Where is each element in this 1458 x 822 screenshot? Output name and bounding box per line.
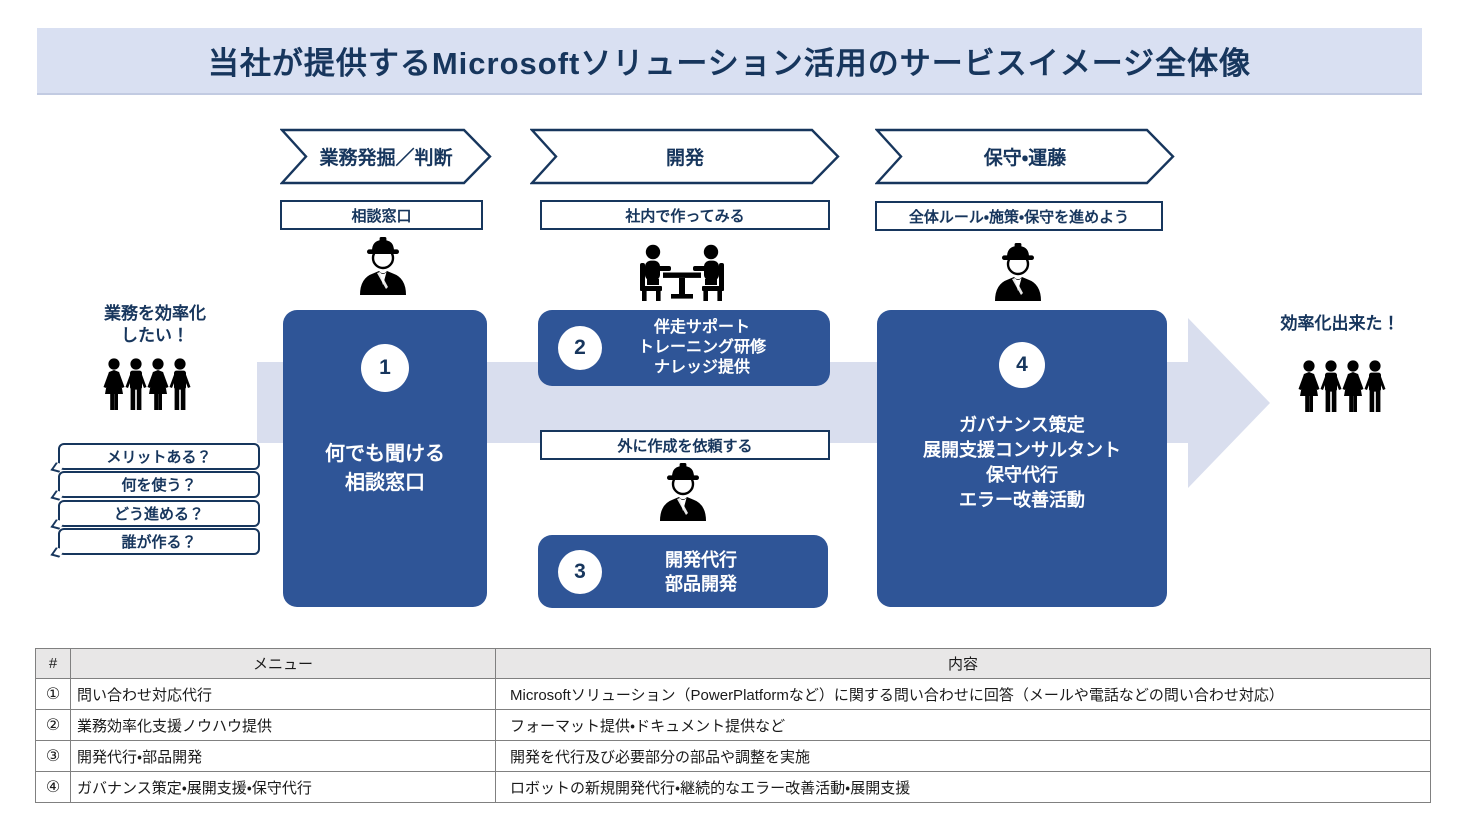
cell-number: ① <box>35 678 71 710</box>
table-header-row: # メニュー 内容 <box>35 648 1431 679</box>
cell-menu: 問い合わせ対応代行 <box>70 678 496 710</box>
bubble-label: 何を使う？ <box>121 477 197 495</box>
cell-content: フォーマット提供・ドキュメント提供など <box>495 709 1431 741</box>
question-bubble: どう進める？ <box>50 499 260 530</box>
meeting-icon <box>640 244 724 301</box>
page-title: 当社が提供するMicrosoftソリューション活用のサービスイメージ全体像 <box>207 46 1252 81</box>
question-bubble: 何を使う？ <box>50 471 260 501</box>
bubble-tail <box>50 547 65 558</box>
question-bubble: メリットある？ <box>50 443 260 473</box>
service-box-text: 開発代行部品開発 <box>665 550 737 594</box>
service-number-badge: 1 <box>361 344 409 392</box>
phase-label: 業務発掘／判断 <box>319 148 453 169</box>
bubble-label: どう進める？ <box>113 505 204 523</box>
service-box-2: 2 伴走サポートトレーニング研修ナレッジ提供 <box>538 310 830 386</box>
cell-content: ロボットの新規開発代行・継続的なエラー改善活動・展開支援 <box>495 771 1431 803</box>
service-number-badge: 4 <box>999 342 1045 388</box>
cell-content: 開発を代行及び必要部分の部品や調整を実施 <box>495 740 1431 772</box>
cell-menu: ガバナンス策定・展開支援・保守代行 <box>70 771 496 803</box>
service-number-badge: 2 <box>558 326 602 370</box>
service-box-text: 伴走サポートトレーニング研修ナレッジ提供 <box>637 319 766 376</box>
header-number: # <box>35 648 71 679</box>
cell-number: ④ <box>35 771 71 803</box>
sublabel-build-inhouse: 社内で作ってみる <box>540 200 830 230</box>
people-group-icon <box>103 358 191 410</box>
header-content: 内容 <box>495 648 1431 679</box>
worker-icon <box>658 463 708 521</box>
sublabel-consultation: 相談窓口 <box>280 200 483 230</box>
service-box-4: 4 ガバナンス策定展開支援コンサルタント保守代行エラー改善活動 <box>877 310 1167 607</box>
cell-number: ③ <box>35 740 71 772</box>
phase-label: 保守・運藤 <box>983 148 1067 169</box>
right-actor-caption: 効率化出来た！ <box>1280 314 1400 333</box>
sublabel-rules: 全体ルール・施策・保守を進めよう <box>875 201 1163 231</box>
flow-arrow-head <box>1188 318 1270 488</box>
left-actor-caption: 業務を効率化したい！ <box>104 304 206 345</box>
service-box-text: ガバナンス策定展開支援コンサルタント保守代行エラー改善活動 <box>923 415 1121 510</box>
service-box-1: 1 何でも聞ける相談窓口 <box>283 310 487 607</box>
cell-menu: 開発代行・部品開発 <box>70 740 496 772</box>
question-bubble: 誰が作る？ <box>50 527 260 558</box>
bubble-label: メリットある？ <box>106 449 212 466</box>
cell-content: Microsoftソリューション（PowerPlatformなど）に関する問い合… <box>495 678 1431 710</box>
phase-chevron-maintenance: 保守・運藤 <box>875 128 1175 185</box>
sublabel-outsource: 外に作成を依頼する <box>540 430 830 460</box>
cell-menu: 業務効率化支援ノウハウ提供 <box>70 709 496 741</box>
people-group-icon <box>1298 360 1386 412</box>
bubble-label: 誰が作る？ <box>121 533 197 551</box>
service-box-3: 3 開発代行部品開発 <box>538 535 828 608</box>
phase-chevron-development: 開発 <box>530 128 840 185</box>
header-menu: メニュー <box>70 648 496 679</box>
worker-icon <box>358 237 408 295</box>
service-number-badge: 3 <box>558 550 602 594</box>
cell-number: ② <box>35 709 71 741</box>
service-box-text: 何でも聞ける相談窓口 <box>325 443 445 494</box>
phase-chevron-discovery: 業務発掘／判断 <box>280 128 492 185</box>
worker-icon <box>993 243 1043 301</box>
title-banner: 当社が提供するMicrosoftソリューション活用のサービスイメージ全体像 <box>37 28 1422 95</box>
phase-label: 開発 <box>665 148 704 169</box>
